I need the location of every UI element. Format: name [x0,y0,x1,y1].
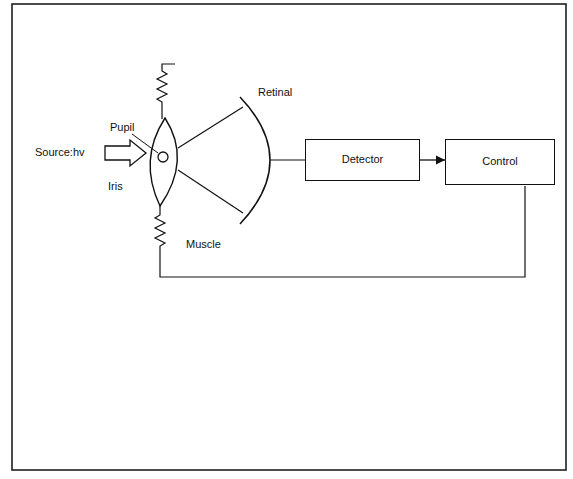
part-label: Iris [108,180,123,193]
part-label: Pupil [110,121,134,134]
ray-line [178,107,243,148]
retina-arc [240,97,270,224]
ray-line [178,170,243,213]
frame [12,4,566,470]
box-label: Control [482,155,517,168]
lens [150,118,177,206]
box-label: Detector [342,153,384,166]
pupil [158,152,168,162]
spring-symbol [157,64,175,119]
signal-arrow [420,159,445,160]
part-label: Source:hv [35,146,85,159]
light-arrow [105,140,146,166]
part-label: Muscle [186,238,221,251]
spring-symbol [155,186,525,277]
process-box: Control [445,139,555,185]
signal-line [270,159,305,160]
process-box: Detector [305,139,420,181]
part-label: Retinal [258,86,292,99]
leader-line [132,134,158,153]
